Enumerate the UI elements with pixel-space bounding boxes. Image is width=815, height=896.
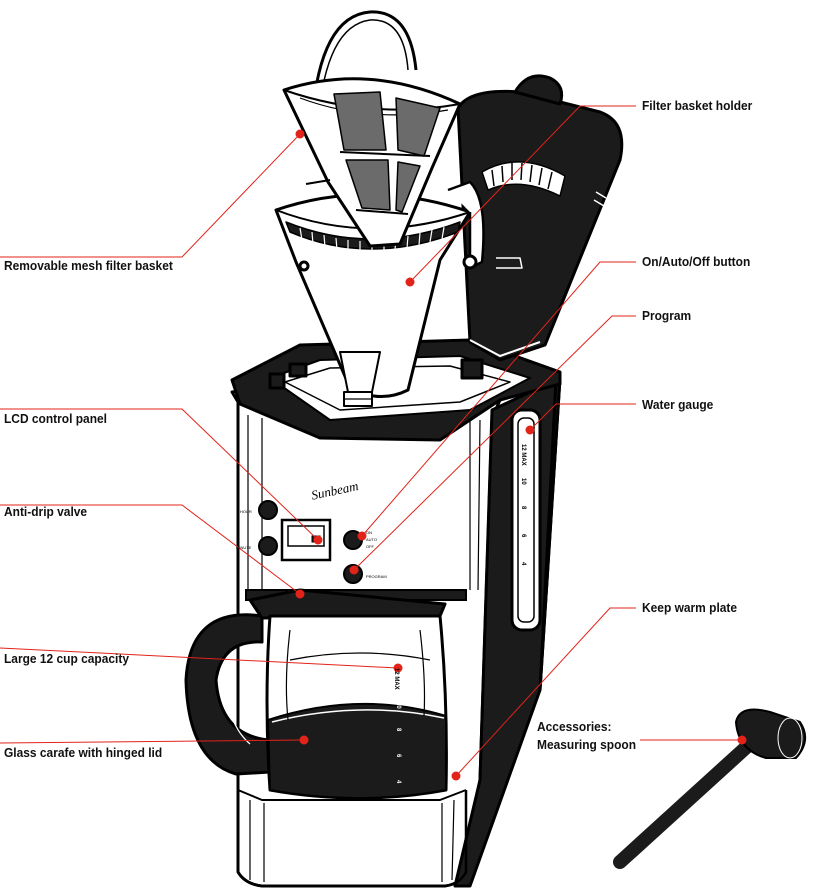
callout-on-auto-off-button: On/Auto/Off button bbox=[642, 254, 751, 269]
program-label: PROGRAM bbox=[366, 574, 387, 579]
auto-label: AUTO bbox=[366, 537, 377, 542]
carafe-markings: 12 MAX 10 8 6 4 bbox=[393, 668, 401, 784]
minute-label: MINUTE bbox=[236, 545, 252, 550]
callout-removable-mesh-filter: Removable mesh filter basket bbox=[4, 258, 173, 273]
water-mark-12: 12 MAX bbox=[520, 444, 526, 466]
water-mark-6: 6 bbox=[520, 534, 526, 538]
measuring-spoon bbox=[613, 708, 807, 869]
callout-water-gauge: Water gauge bbox=[642, 397, 714, 412]
on-label: ON bbox=[366, 530, 372, 535]
carafe-mark-4: 4 bbox=[395, 780, 401, 784]
mesh-filter-basket bbox=[282, 10, 462, 248]
carafe-mark-12: 12 MAX bbox=[393, 668, 399, 690]
filter-basket-holder bbox=[274, 180, 485, 407]
callout-lcd-control-panel: LCD control panel bbox=[4, 411, 107, 426]
carafe-mark-6: 6 bbox=[395, 754, 401, 758]
callout-filter-basket-holder: Filter basket holder bbox=[642, 98, 753, 113]
water-mark-10: 10 bbox=[520, 478, 526, 485]
callout-keep-warm-plate: Keep warm plate bbox=[642, 600, 738, 615]
hour-label: HOUR bbox=[240, 509, 252, 514]
callout-glass-carafe: Glass carafe with hinged lid bbox=[4, 745, 163, 760]
carafe-mark-10: 10 bbox=[395, 702, 401, 709]
minute-button[interactable] bbox=[258, 536, 278, 556]
callout-accessories: Accessories: bbox=[537, 719, 612, 734]
hour-button[interactable] bbox=[258, 500, 278, 520]
leader-dots bbox=[295, 129, 747, 781]
leader-lines bbox=[0, 105, 742, 777]
carafe bbox=[184, 588, 448, 800]
callout-anti-drip-valve: Anti-drip valve bbox=[4, 504, 88, 519]
water-mark-4: 4 bbox=[520, 562, 526, 566]
water-mark-8: 8 bbox=[520, 506, 526, 510]
off-label: OFF bbox=[366, 544, 375, 549]
water-gauge-markings: 12 MAX 10 8 6 4 bbox=[520, 444, 526, 566]
callout-large-cup-capacity: Large 12 cup capacity bbox=[4, 651, 129, 666]
water-gauge bbox=[510, 408, 542, 632]
callout-program: Program bbox=[642, 308, 692, 323]
callout-measuring-spoon: Measuring spoon bbox=[537, 737, 637, 752]
carafe-mark-8: 8 bbox=[395, 728, 401, 732]
